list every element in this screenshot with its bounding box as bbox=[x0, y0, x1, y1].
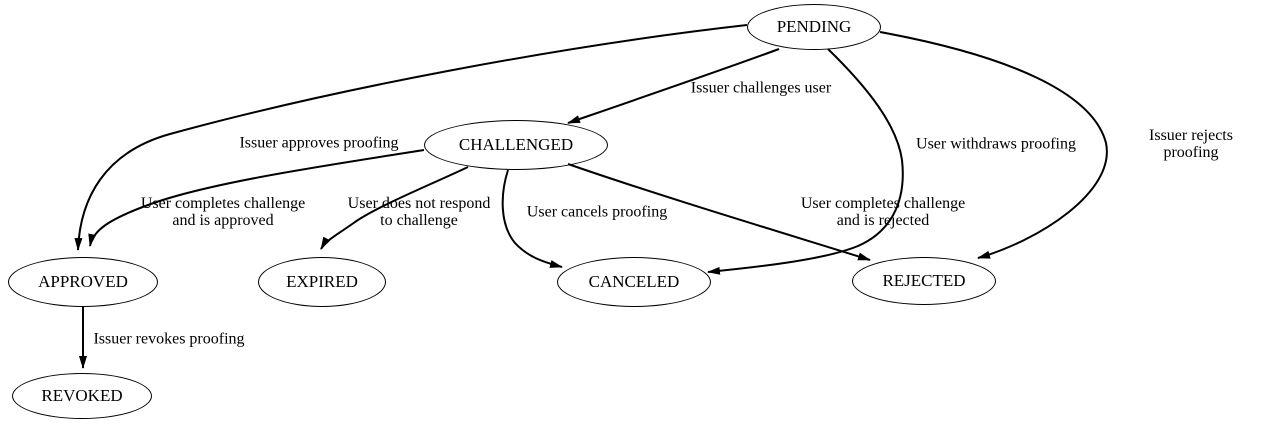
edge-label-pending-rejected: Issuer rejects proofing bbox=[1149, 127, 1233, 161]
node-challenged: CHALLENGED bbox=[424, 120, 608, 170]
node-revoked: REVOKED bbox=[12, 373, 152, 419]
node-approved: APPROVED bbox=[8, 257, 158, 307]
edge-label-challenged-canceled: User cancels proofing bbox=[526, 203, 668, 221]
edge-label-approved-revoked: Issuer revokes proofing bbox=[93, 330, 245, 348]
node-canceled: CANCELED bbox=[557, 257, 711, 307]
node-pending: PENDING bbox=[747, 4, 881, 50]
edge-label-challenged-approved: User completes challenge and is approved bbox=[140, 195, 306, 229]
edge-label-pending-canceled: User withdraws proofing bbox=[916, 135, 1076, 153]
edge-label-challenged-expired: User does not respond to challenge bbox=[347, 195, 491, 229]
edge-label-challenged-rejected: User completes challenge and is rejected bbox=[800, 195, 966, 229]
node-expired: EXPIRED bbox=[258, 257, 386, 307]
edge-label-pending-approved: Issuer approves proofing bbox=[239, 134, 399, 152]
node-rejected: REJECTED bbox=[852, 257, 996, 305]
edge-label-pending-challenged: Issuer challenges user bbox=[690, 79, 832, 97]
